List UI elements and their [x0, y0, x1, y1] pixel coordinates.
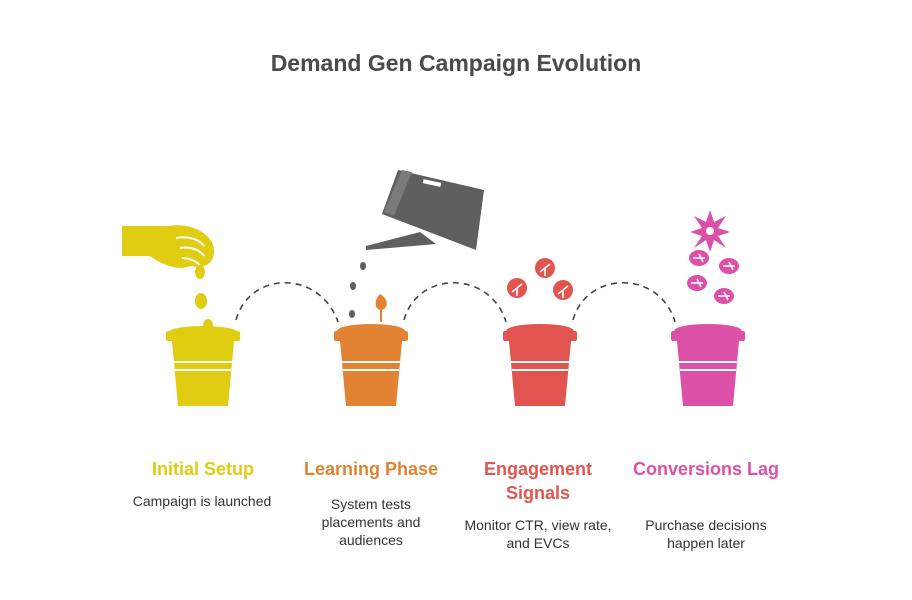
stage-1-label: Initial Setup [151, 459, 254, 479]
stage-2-description: System tests placements and audiences [321, 496, 421, 548]
water-drops [349, 262, 366, 318]
watering-can-icon [366, 170, 484, 250]
stage-4-label: Conversions Lag [632, 459, 780, 479]
diagram-title: Demand Gen Campaign Evolution [270, 50, 642, 76]
flower-pot-icon-3 [503, 324, 577, 406]
connector-arc-1 [235, 281, 339, 323]
flower-pot-icon-4 [671, 324, 745, 406]
flower-icon [690, 210, 730, 252]
hand-planting-seed-icon [122, 225, 215, 331]
stage-2-label: Learning Phase [303, 459, 439, 479]
stage-3-description: Monitor CTR, view rate, and EVCs [464, 517, 612, 551]
connector-arc-3 [572, 281, 676, 323]
connector-arc-2 [403, 281, 507, 323]
stage-3-label: Engagement Signals [483, 459, 593, 503]
sprout-icon [375, 294, 387, 322]
stage-1-description: Campaign is launched [132, 493, 272, 509]
stage-4-description: Purchase decisions happen later [645, 517, 767, 551]
flower-pot-icon-1 [166, 326, 240, 406]
flower-pot-icon-2 [334, 324, 408, 406]
